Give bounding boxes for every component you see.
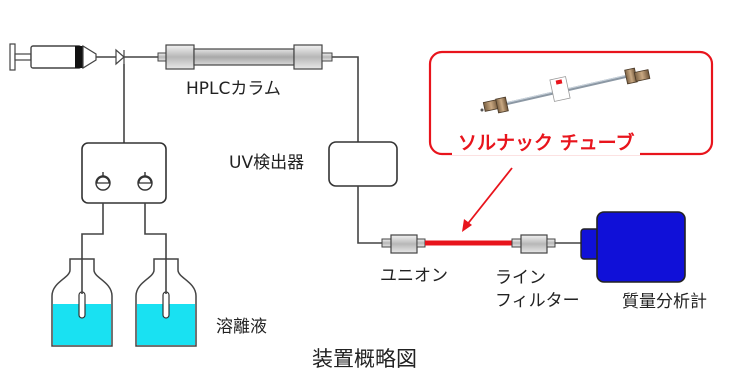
- syringe: [9, 43, 116, 71]
- check-valve: [115, 48, 125, 66]
- line-filter-label-line2: フィルター: [495, 290, 580, 311]
- pipe-uv-union: [357, 186, 382, 244]
- uv-detector: [328, 141, 398, 187]
- pipe-column-uv: [332, 56, 359, 142]
- solnac-tube-photo: [480, 67, 651, 114]
- hplc-column: [157, 44, 333, 70]
- union-label: ユニオン: [380, 266, 448, 286]
- figure-caption: 装置概略図: [312, 347, 417, 371]
- uv-detector-label: UV検出器: [229, 153, 305, 173]
- mixer-unit: [81, 142, 167, 204]
- line-filter-label: ライン フィルター: [495, 267, 580, 313]
- line-filter-label-line1: ライン: [495, 268, 546, 288]
- callout-arrow: [462, 167, 513, 232]
- eluent-label: 溶離液: [216, 317, 267, 337]
- eluent-bottle-b: [135, 258, 197, 347]
- line-filter: [511, 234, 556, 254]
- hplc-column-label: HPLCカラム: [186, 79, 281, 99]
- eluent-bottle-a: [51, 258, 113, 347]
- mass-spectrometer: [580, 211, 686, 283]
- mass-spec-label: 質量分析計: [622, 292, 707, 312]
- highlight-label: ソルナック チューブ: [452, 132, 641, 155]
- union-fitting: [381, 234, 426, 254]
